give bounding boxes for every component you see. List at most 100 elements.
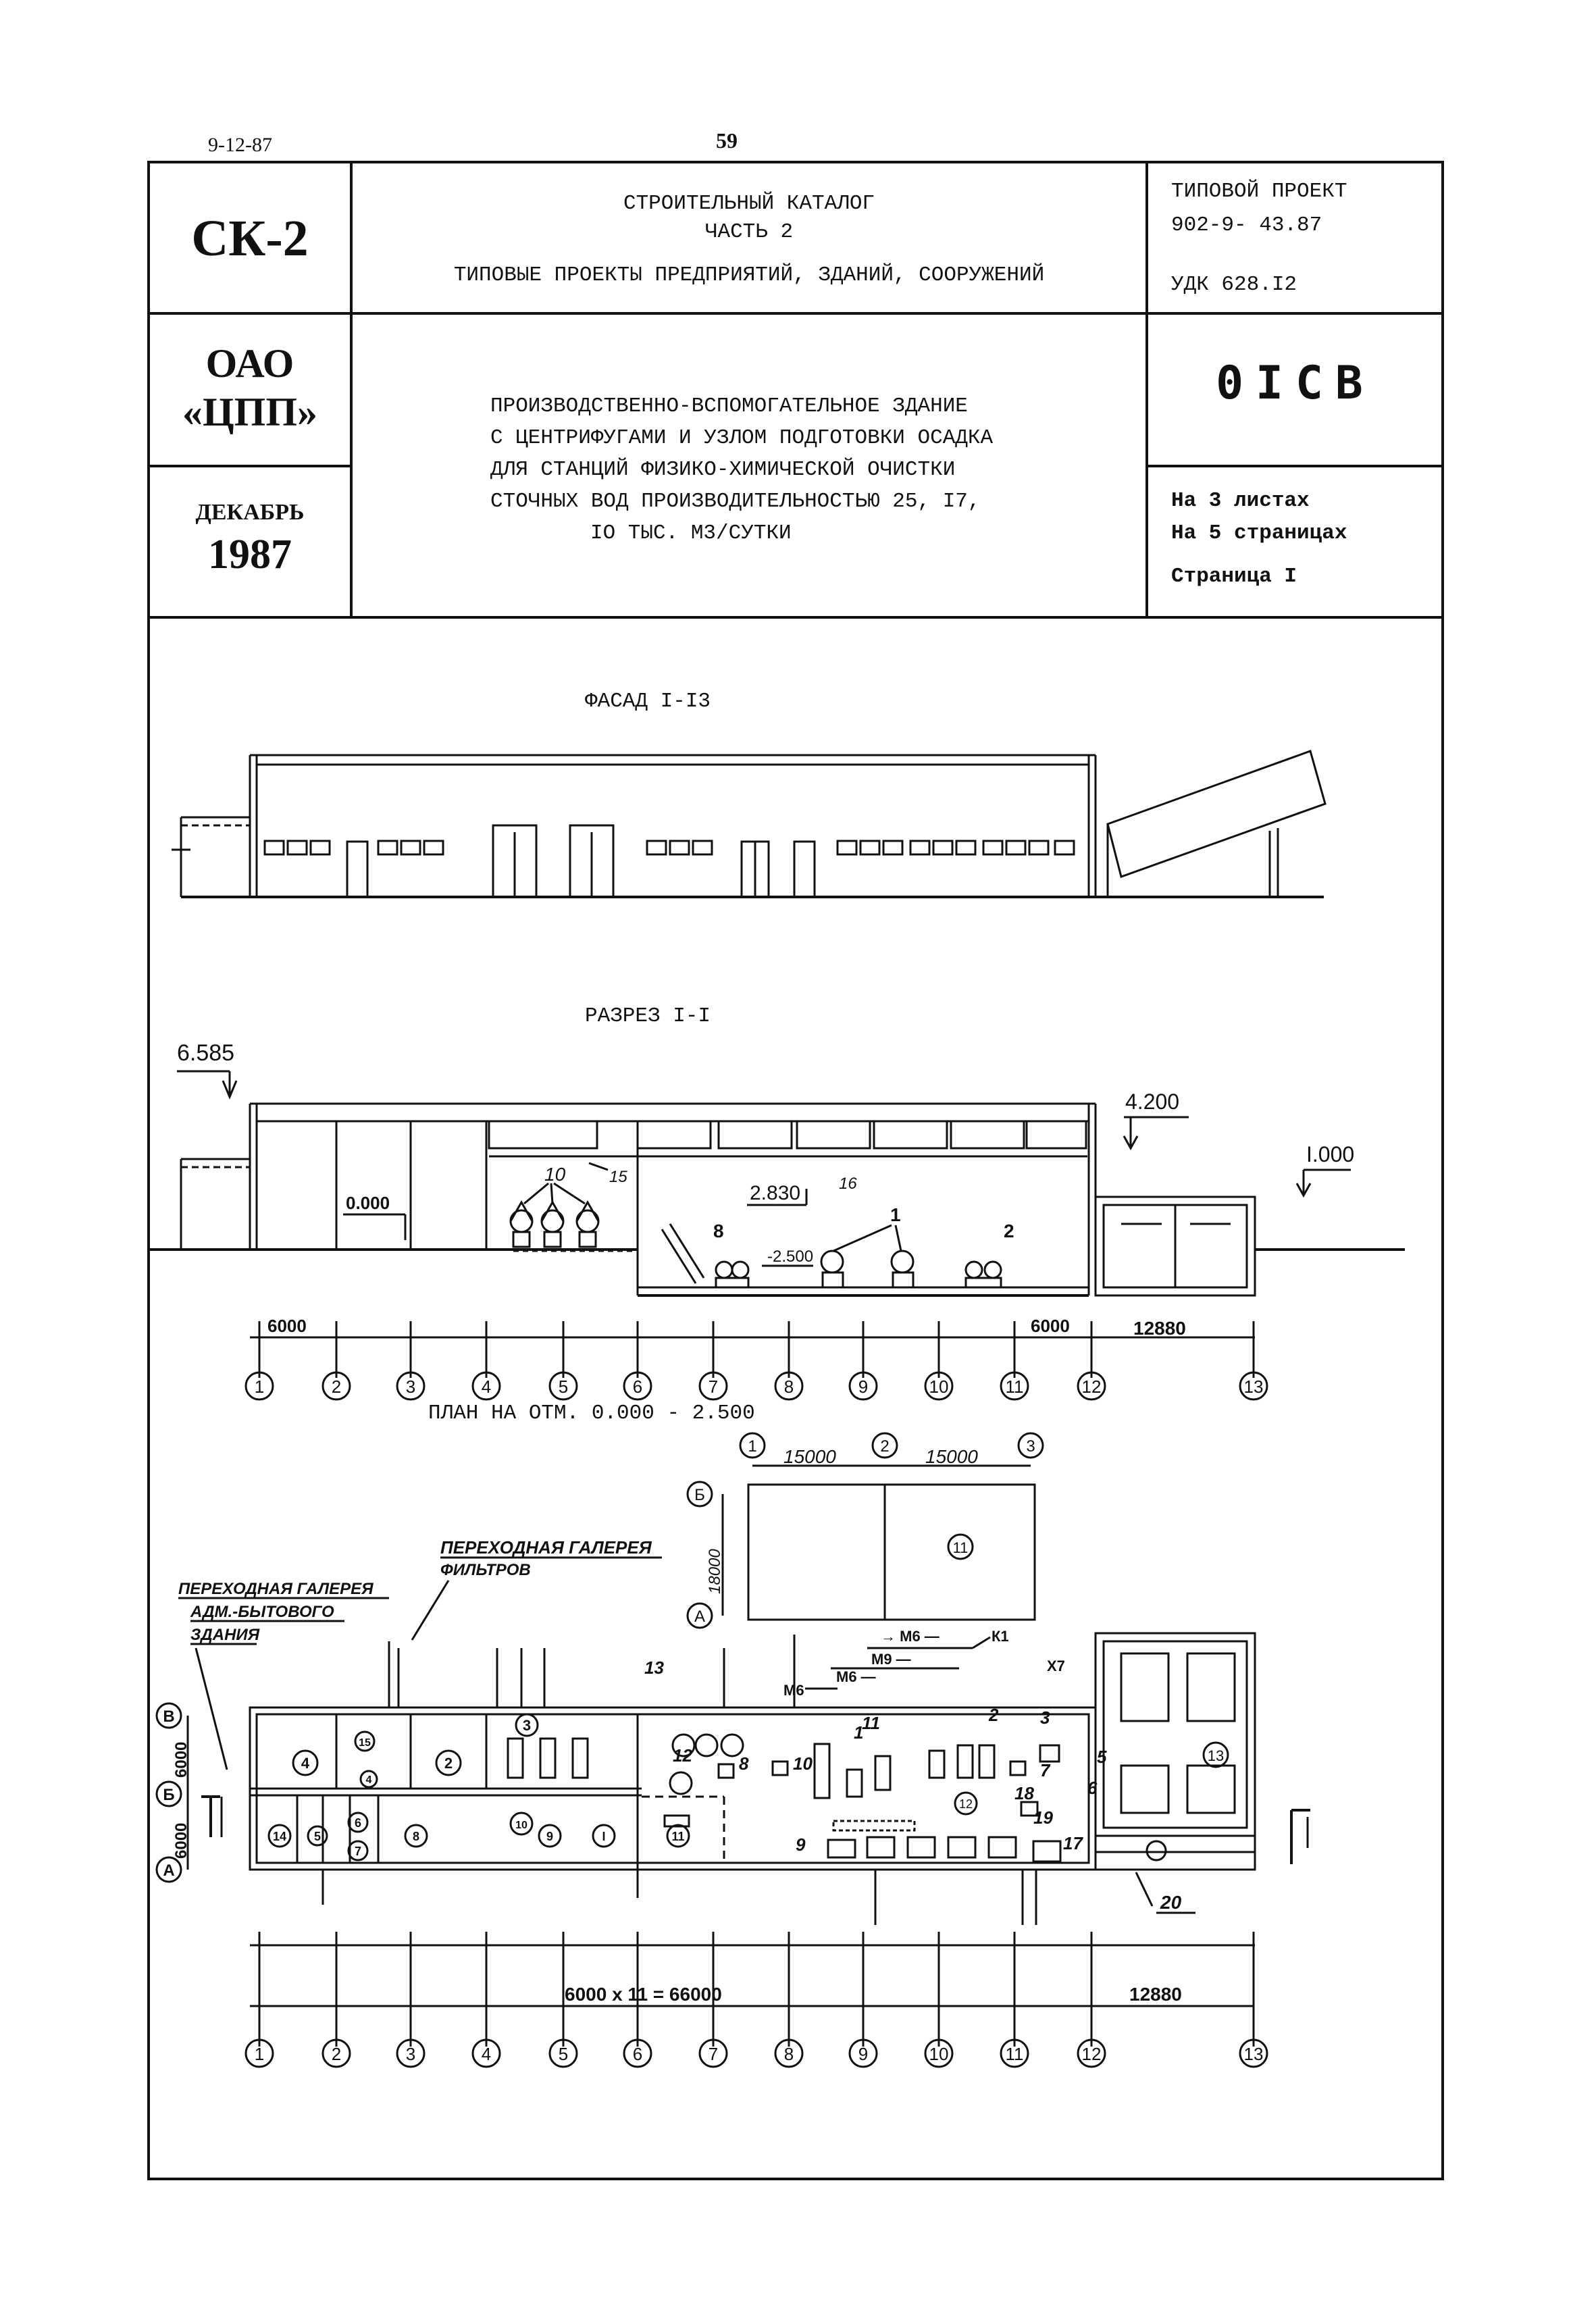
svg-text:13: 13 [644, 1658, 664, 1678]
svg-text:11: 11 [1006, 1377, 1024, 1397]
elevation-minus-2500: -2.500 [767, 1248, 813, 1266]
svg-text:10: 10 [515, 1820, 527, 1831]
section-cut: РАЗРЕЗ I-I 6.585 [149, 1004, 1405, 1401]
svg-text:6000: 6000 [1031, 1316, 1070, 1336]
svg-text:13: 13 [1208, 1747, 1224, 1764]
svg-text:17: 17 [1063, 1833, 1083, 1853]
title-block-bottom [147, 616, 1444, 619]
svg-text:11: 11 [953, 1539, 969, 1556]
project-title-line: IO ТЫС. М3/СУТКИ [590, 521, 792, 545]
plan-dimensions: 6000 x 11 = 66000 12880 [250, 1932, 1255, 2047]
elevation-4200: 4.200 [1125, 1089, 1179, 1114]
svg-text:18: 18 [1014, 1783, 1034, 1803]
elevation-0000: 0.000 [346, 1193, 390, 1213]
svg-text:3: 3 [523, 1717, 531, 1734]
org-line2: «ЦПП» [182, 390, 317, 434]
project-label: ТИПОВОЙ ПРОЕКТ [1171, 180, 1347, 203]
gallery-number-20: 20 [1160, 1892, 1182, 1913]
svg-text:3: 3 [406, 2044, 415, 2064]
project-title: ПРОИЗВОДСТВЕННО-ВСПОМОГАТЕЛЬНОЕ ЗДАНИЕ С… [490, 390, 993, 549]
svg-text:4: 4 [482, 2044, 491, 2064]
svg-text:I: I [602, 1830, 605, 1843]
svg-text:2: 2 [880, 1437, 889, 1456]
svg-text:10: 10 [929, 2044, 949, 2064]
svg-text:12: 12 [1082, 1377, 1102, 1397]
svg-text:6: 6 [633, 1377, 642, 1397]
svg-text:Б: Б [163, 1786, 174, 1804]
org-line1: ОАО [205, 341, 294, 386]
left-cell-divider [147, 465, 351, 467]
svg-text:7: 7 [355, 1845, 361, 1858]
svg-text:8: 8 [784, 2044, 794, 2064]
current-page: Страница I [1171, 565, 1297, 588]
section-title: РАЗРЕЗ I-I [585, 1004, 711, 1028]
svg-text:6000 x 11 = 66000: 6000 x 11 = 66000 [565, 1984, 722, 2005]
svg-text:13: 13 [1244, 2044, 1264, 2064]
svg-text:6: 6 [633, 2044, 642, 2064]
floor-plan: ПЛАН НА ОТМ. 0.000 - 2.500 1 2 3 15000 1… [155, 1402, 1310, 2068]
svg-text:7: 7 [709, 2044, 718, 2064]
svg-text:4: 4 [482, 1377, 491, 1397]
svg-text:15: 15 [609, 1168, 627, 1186]
svg-text:2: 2 [444, 1755, 453, 1772]
section-dimensions: 6000 6000 12880 [250, 1316, 1255, 1378]
pages-count: На 5 страницах [1171, 521, 1347, 545]
svg-text:1: 1 [255, 2044, 264, 2064]
svg-text:6000: 6000 [172, 1742, 190, 1778]
svg-text:1: 1 [890, 1204, 901, 1225]
svg-text:15000: 15000 [925, 1446, 978, 1467]
svg-text:А: А [694, 1608, 705, 1626]
top-date: 9-12-87 [208, 134, 272, 156]
project-title-line: СТОЧНЫХ ВОД ПРОИЗВОДИТЕЛЬНОСТЬЮ 25, I7, [490, 490, 981, 513]
svg-text:18000: 18000 [706, 1549, 724, 1594]
svg-text:9: 9 [546, 1830, 553, 1843]
svg-text:4: 4 [366, 1774, 372, 1786]
sheets-count: На 3 листах [1171, 489, 1310, 513]
svg-text:М9 ―: М9 ― [871, 1651, 911, 1668]
udk-code: УДК 628.I2 [1171, 273, 1297, 297]
svg-text:6000: 6000 [172, 1823, 190, 1859]
plan-title: ПЛАН НА ОТМ. 0.000 - 2.500 [428, 1402, 755, 1425]
project-number: 902-9- 43.87 [1171, 213, 1322, 237]
svg-text:2: 2 [988, 1705, 999, 1725]
svg-text:8: 8 [413, 1830, 419, 1843]
svg-text:10: 10 [793, 1753, 813, 1774]
facade-title: ФАСАД I-I3 [585, 690, 711, 713]
svg-text:10: 10 [544, 1164, 566, 1185]
svg-text:2: 2 [332, 1377, 341, 1397]
svg-text:5: 5 [559, 1377, 568, 1397]
svg-text:К1: К1 [992, 1628, 1009, 1645]
facade-windows [263, 840, 1075, 856]
svg-text:3: 3 [1026, 1437, 1035, 1456]
catalog-line1: СТРОИТЕЛЬНЫЙ КАТАЛОГ [623, 192, 875, 215]
svg-text:12880: 12880 [1133, 1318, 1186, 1339]
svg-text:12880: 12880 [1129, 1984, 1182, 2005]
svg-text:8: 8 [713, 1221, 724, 1241]
svg-text:М6 ―: М6 ― [836, 1668, 876, 1685]
project-title-line: ДЛЯ СТАНЦИЙ ФИЗИКО-ХИМИЧЕСКОЙ ОЧИСТКИ [490, 458, 956, 482]
facade-doors [346, 824, 816, 898]
svg-text:5: 5 [314, 1830, 321, 1843]
svg-text:3: 3 [406, 1377, 415, 1397]
page-number: 59 [716, 128, 738, 153]
title-row-divider [147, 312, 1444, 315]
gallery-filters-label-2: ФИЛЬТРОВ [440, 1561, 531, 1579]
svg-text:1: 1 [854, 1722, 863, 1743]
facade-elevation: ФАСАД I-I3 [172, 690, 1327, 898]
plan-filter-block: 1 2 3 15000 15000 11 Б А 18000 [686, 1432, 1044, 1629]
section-tanks [1094, 1196, 1405, 1297]
svg-text:6000: 6000 [267, 1316, 307, 1336]
release-month: ДЕКАБРЬ [195, 500, 305, 525]
svg-text:→ М6 ―: → М6 ― [881, 1628, 939, 1645]
gallery-adm-label-1: ПЕРЕХОДНАЯ ГАЛЕРЕЯ [178, 1580, 374, 1598]
svg-text:4: 4 [301, 1755, 310, 1772]
svg-text:2: 2 [332, 2044, 341, 2064]
svg-text:19: 19 [1033, 1807, 1053, 1828]
doc-code: 0ICB [1216, 357, 1375, 410]
elevation-2830: 2.830 [750, 1182, 800, 1204]
svg-text:11: 11 [862, 1713, 880, 1733]
project-title-line: С ЦЕНТРИФУГАМИ И УЗЛОМ ПОДГОТОВКИ ОСАДКА [490, 426, 994, 450]
svg-text:11: 11 [671, 1830, 684, 1843]
